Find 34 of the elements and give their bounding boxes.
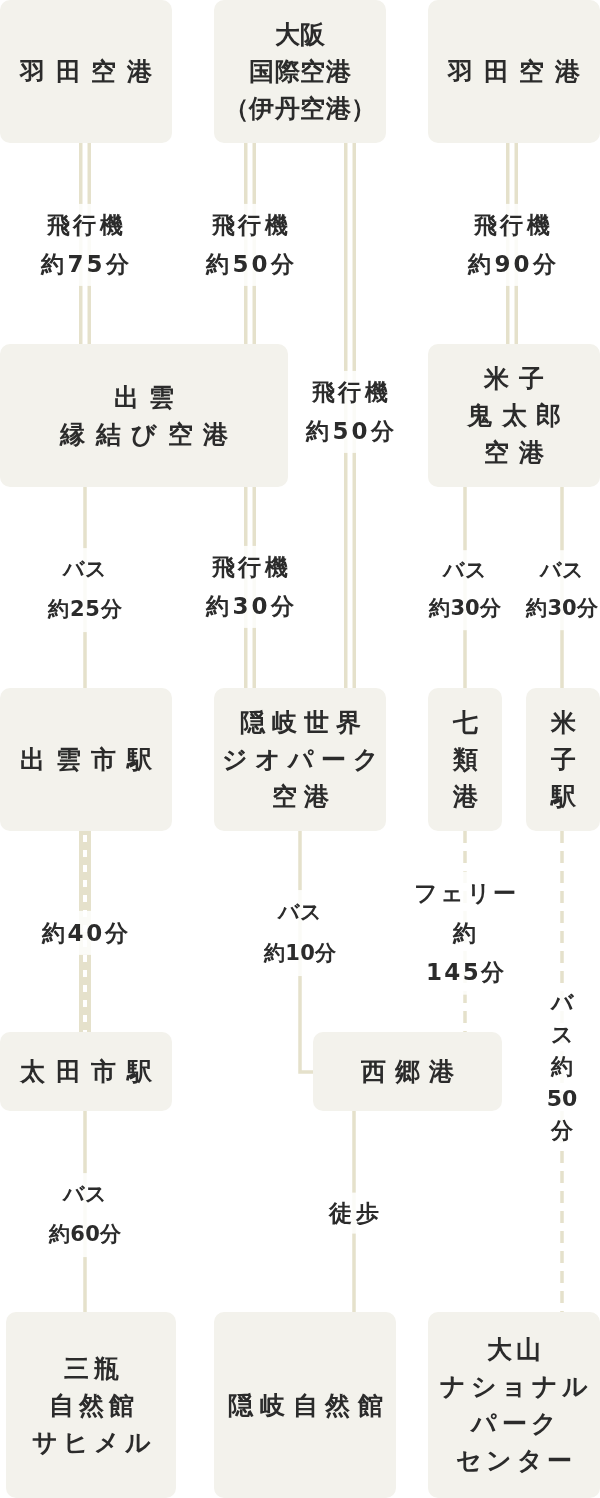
location-box [526, 688, 600, 831]
location-name: 七類港 [452, 707, 478, 813]
location-box [428, 0, 600, 143]
location-box [428, 344, 600, 487]
route-label: バス約60分 [48, 1173, 122, 1257]
location-box [0, 688, 172, 831]
location-name: 三瓶自然館サヒメル [30, 1352, 156, 1459]
location-name: 隠岐世界ジオパーク空港 [220, 707, 386, 813]
location-box [428, 688, 502, 831]
location-name: 大阪国際空港（伊丹空港） [223, 19, 377, 125]
location-box [0, 1032, 172, 1111]
location-box [0, 344, 288, 487]
route-label: バス約30分 [526, 550, 598, 630]
location-name: 出雲市駅 [19, 744, 163, 776]
location-name: 出雲縁結び空港 [58, 381, 239, 451]
location-box [214, 0, 386, 143]
location-box [6, 1312, 176, 1498]
location-box [313, 1032, 502, 1111]
route-label: バス約30分 [429, 550, 501, 630]
location-name: 隠岐自然館 [226, 1389, 390, 1422]
route-label: バス約10分 [263, 890, 337, 976]
route-label: バス約25分 [47, 548, 123, 632]
location-name: 羽田空港 [446, 56, 591, 88]
location-name: 羽田空港 [18, 56, 163, 88]
location-name: 米子鬼太郎空港 [466, 363, 571, 469]
location-box [214, 1312, 396, 1498]
location-box [214, 688, 386, 831]
location-name: 米子駅 [550, 707, 576, 813]
location-name: 大山ナショナルパークセンター [439, 1334, 593, 1477]
location-box [428, 1312, 600, 1498]
location-box [0, 0, 172, 143]
location-name: 太田市駅 [19, 1056, 163, 1088]
route-label: 約40分 [39, 910, 131, 956]
location-name: 西郷港 [360, 1056, 463, 1088]
